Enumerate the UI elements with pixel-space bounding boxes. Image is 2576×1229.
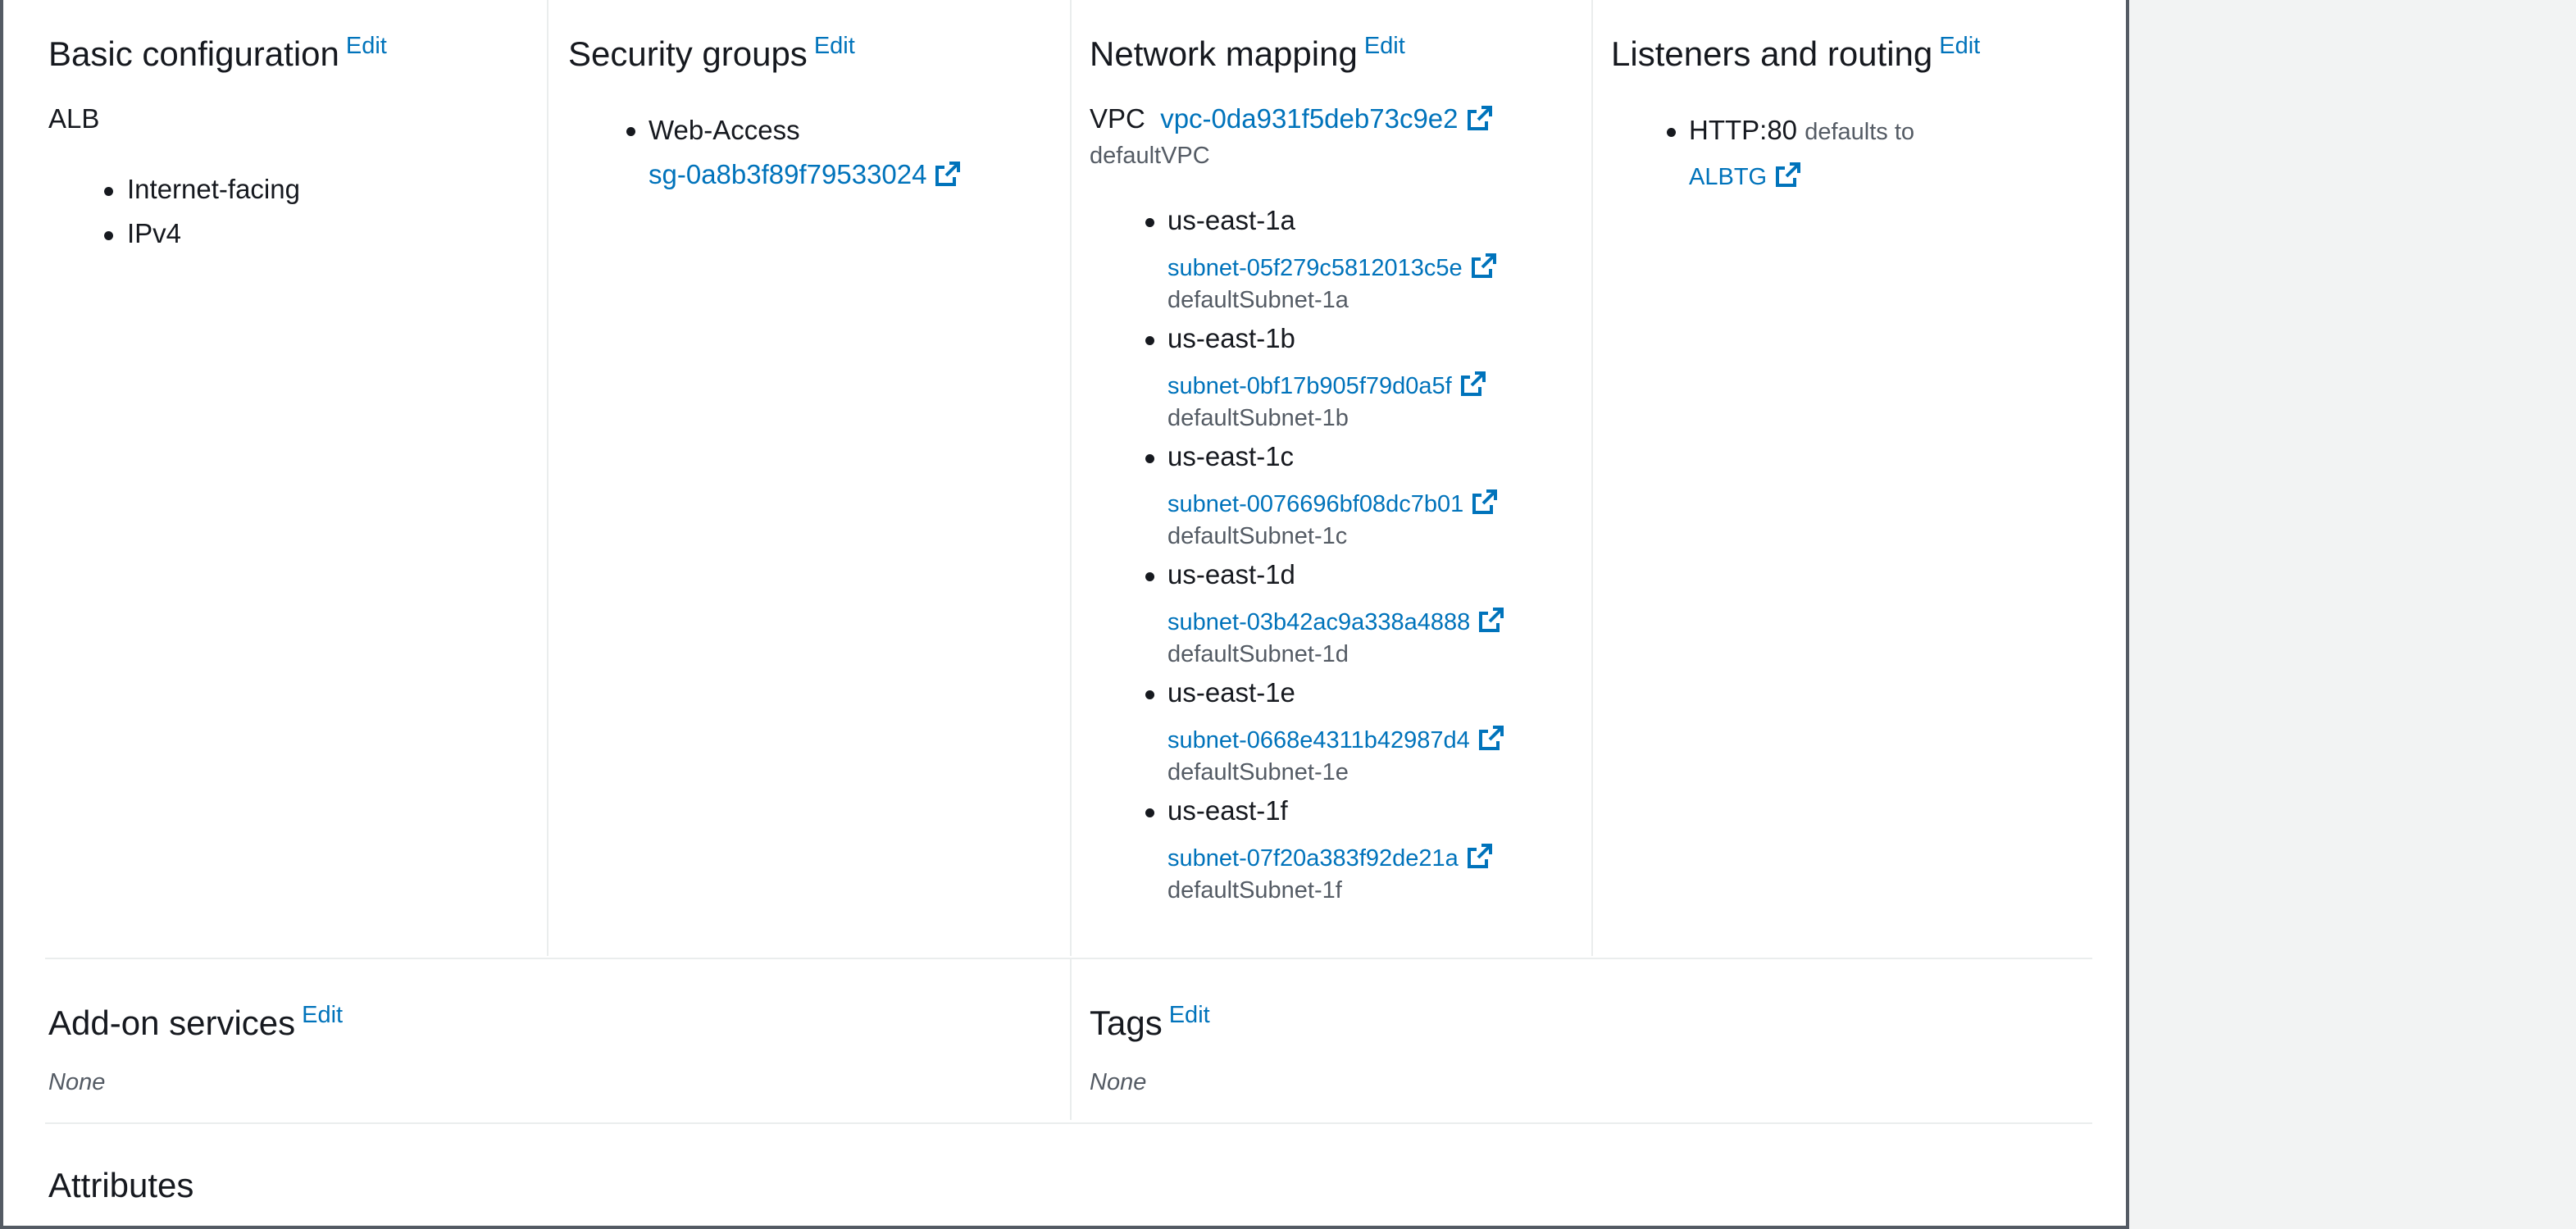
basic-configuration-edit-link[interactable]: Edit — [345, 33, 387, 59]
security-group-name: Web-Access — [649, 115, 800, 145]
subnet-name: defaultSubnet-1d — [1167, 641, 1349, 667]
external-link-icon[interactable] — [1460, 371, 1486, 397]
bullet — [1145, 808, 1154, 817]
bullet — [1667, 128, 1676, 137]
listeners-routing-edit-link[interactable]: Edit — [1939, 33, 1981, 59]
subnet-id-row: subnet-0076696bf08dc7b01 — [1167, 487, 1498, 518]
target-group-link[interactable]: ALBTG — [1689, 164, 1768, 190]
external-link-icon[interactable] — [1478, 607, 1504, 633]
external-link-icon[interactable] — [1472, 489, 1498, 515]
external-link-icon[interactable] — [1775, 162, 1801, 188]
subnet-id-row: subnet-03b42ac9a338a4888 — [1167, 605, 1504, 636]
subnet-name: defaultSubnet-1f — [1167, 877, 1342, 904]
vpc-label: VPC — [1090, 103, 1145, 134]
scheme-value: Internet-facing — [127, 174, 300, 204]
availability-zone-name: us-east-1b — [1167, 323, 1295, 353]
section-divider — [45, 958, 2092, 959]
subnet-id-row: subnet-07f20a383f92de21a — [1167, 841, 1493, 872]
subnet-id-link[interactable]: subnet-07f20a383f92de21a — [1167, 845, 1459, 872]
availability-zone-name: us-east-1c — [1167, 441, 1295, 471]
add-on-services-value: None — [48, 1069, 106, 1095]
security-groups-edit-link[interactable]: Edit — [813, 33, 855, 59]
attributes-heading: Attributes — [48, 1166, 194, 1204]
availability-zone-name: us-east-1f — [1167, 795, 1288, 826]
column-divider — [1070, 959, 1072, 1120]
defaults-to-label: defaults to — [1805, 119, 1915, 145]
section-divider — [45, 1122, 2092, 1124]
availability-zone-name: us-east-1e — [1167, 677, 1295, 708]
subnet-id-row: subnet-0bf17b905f79d0a5f — [1167, 369, 1486, 400]
bullet — [1145, 690, 1154, 699]
bullet — [1145, 218, 1154, 227]
listener-protocol-port: HTTP:80 — [1689, 115, 1798, 145]
vpc-row: VPC vpc-0da931f5deb73c9e2 — [1090, 103, 1493, 134]
bullet — [1145, 572, 1154, 581]
subnet-id-link[interactable]: subnet-0076696bf08dc7b01 — [1167, 491, 1464, 517]
add-on-services-edit-link[interactable]: Edit — [302, 1002, 344, 1028]
bullet — [1145, 336, 1154, 345]
subnet-id-link[interactable]: subnet-0bf17b905f79d0a5f — [1167, 373, 1452, 399]
subnet-id-link[interactable]: subnet-0668e4311b42987d4 — [1167, 727, 1470, 753]
external-link-icon[interactable] — [1467, 843, 1493, 869]
bullet — [626, 127, 635, 136]
subnet-name: defaultSubnet-1e — [1167, 759, 1349, 785]
vpc-name: defaultVPC — [1090, 143, 1210, 169]
bullet — [1145, 454, 1154, 463]
security-group-id-row: sg-0a8b3f89f79533024 — [649, 159, 961, 190]
security-group-id-link[interactable]: sg-0a8b3f89f79533024 — [649, 159, 927, 189]
tags-edit-link[interactable]: Edit — [1168, 1002, 1210, 1028]
network-mapping-edit-link[interactable]: Edit — [1363, 33, 1405, 59]
target-group-row: ALBTG — [1689, 160, 1801, 191]
load-balancer-name: ALB — [48, 103, 100, 134]
bullet — [104, 187, 113, 196]
subnet-id-row: subnet-05f279c5812013c5e — [1167, 251, 1497, 282]
external-link-icon[interactable] — [1471, 253, 1497, 279]
subnet-name: defaultSubnet-1b — [1167, 405, 1349, 431]
availability-zone-name: us-east-1d — [1167, 559, 1295, 589]
bullet — [104, 231, 113, 240]
tags-value: None — [1090, 1069, 1147, 1095]
external-link-icon[interactable] — [1478, 725, 1504, 751]
external-link-icon[interactable] — [1467, 105, 1493, 131]
subnet-name: defaultSubnet-1c — [1167, 523, 1348, 549]
ip-address-type-value: IPv4 — [127, 218, 182, 248]
availability-zone-name: us-east-1a — [1167, 205, 1295, 235]
subnet-id-link[interactable]: subnet-05f279c5812013c5e — [1167, 255, 1463, 281]
vpc-id-link[interactable]: vpc-0da931f5deb73c9e2 — [1160, 103, 1459, 134]
subnet-name: defaultSubnet-1a — [1167, 287, 1349, 313]
subnet-id-link[interactable]: subnet-03b42ac9a338a4888 — [1167, 609, 1471, 635]
external-link-icon[interactable] — [935, 161, 961, 187]
subnet-id-row: subnet-0668e4311b42987d4 — [1167, 723, 1504, 754]
listener-row: HTTP:80 defaults to — [1689, 115, 1914, 146]
